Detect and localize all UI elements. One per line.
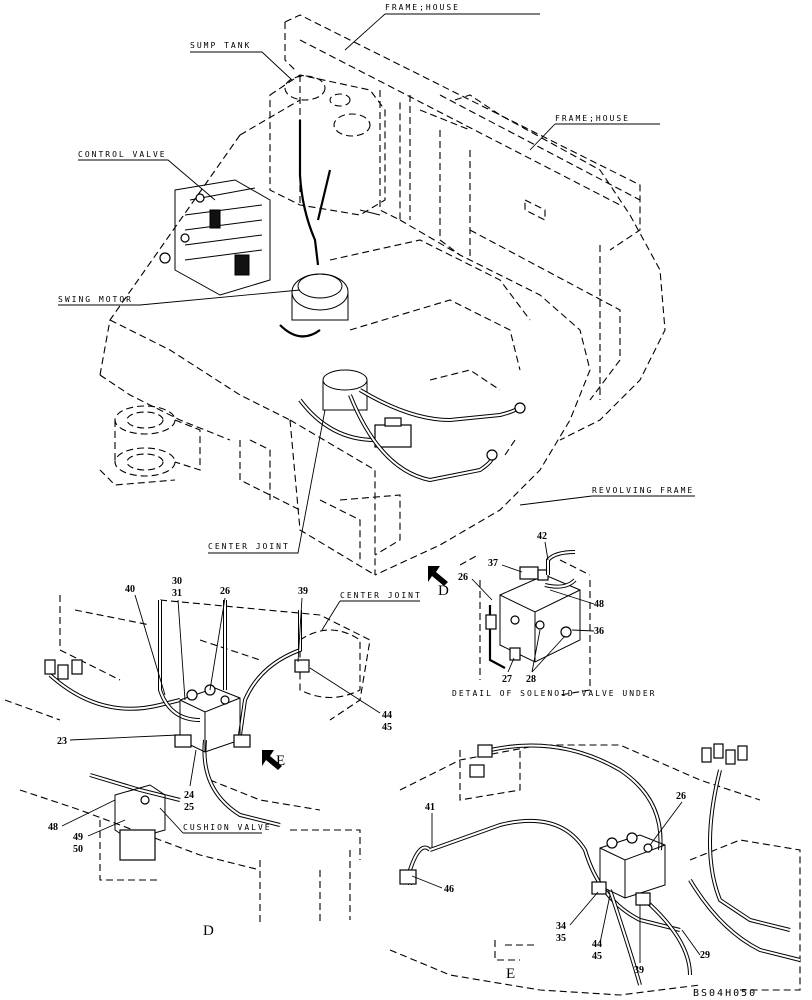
label-control-valve: CONTROL VALVE: [78, 150, 167, 159]
label-cushion-valve: CUSHION VALVE: [183, 823, 272, 832]
callout-44a: 44: [382, 710, 392, 721]
main-labels: FRAME;HOUSE SUMP TANK FRAME;HOUSE CONTRO…: [58, 3, 695, 554]
label-swing-motor: SWING MOTOR: [58, 295, 133, 304]
callout-37: 37: [488, 558, 498, 569]
detail-view-d: E D CENTER JOINT CUSHION VALVE: [4, 591, 422, 939]
view-d-letter: D: [438, 583, 449, 599]
callout-49: 49: [73, 832, 83, 843]
callout-42: 42: [537, 531, 547, 542]
callout-24: 24: [184, 790, 194, 801]
callout-26c: 26: [676, 791, 686, 802]
view-d-bottom-letter: D: [203, 923, 214, 939]
detail-d-fittings: [44, 659, 83, 680]
label-center-joint-detail: CENTER JOINT: [340, 591, 422, 600]
control-valve-block: [159, 179, 271, 296]
callout-31: 31: [172, 588, 182, 599]
callout-44b: 44: [592, 939, 602, 950]
callout-25: 25: [184, 802, 194, 813]
callout-28: 28: [526, 674, 536, 685]
main-view: [99, 14, 666, 576]
callout-23: 23: [57, 736, 67, 747]
detail-solenoid-callouts: 42 37 26 48 36 27 28: [458, 531, 604, 685]
callout-34: 34: [556, 921, 566, 932]
callout-36: 36: [594, 626, 604, 637]
center-joint-main: [298, 369, 526, 483]
detail-view-e: E: [389, 743, 801, 996]
label-center-joint-main: CENTER JOINT: [208, 542, 290, 551]
label-sump-tank: SUMP TANK: [190, 41, 251, 50]
callout-26a: 26: [220, 586, 230, 597]
callout-48b: 48: [594, 599, 604, 610]
callout-41: 41: [425, 802, 435, 813]
callout-30: 30: [172, 576, 182, 587]
detail-d-callouts: 40 30 31 26 39 23 24 25 44 45 48 49 50: [48, 576, 392, 855]
view-e-bottom-letter: E: [506, 966, 515, 982]
detail-solenoid-valve: DETAIL OF SOLENOID VALVE UNDER: [452, 550, 657, 698]
label-frame-house-top: FRAME;HOUSE: [385, 3, 460, 12]
callout-48a: 48: [48, 822, 58, 833]
callout-35: 35: [556, 933, 566, 944]
detail-e-fittings: [701, 743, 748, 765]
callout-50: 50: [73, 844, 83, 855]
callout-29: 29: [700, 950, 710, 961]
callout-39b: 39: [634, 965, 644, 976]
callout-45b: 45: [592, 951, 602, 962]
view-e-arrow: [262, 750, 282, 770]
callout-27: 27: [502, 674, 512, 685]
label-frame-house-right: FRAME;HOUSE: [555, 114, 630, 123]
label-revolving-frame: REVOLVING FRAME: [592, 486, 694, 495]
callout-46: 46: [444, 884, 454, 895]
callout-26b: 26: [458, 572, 468, 583]
swing-motor: [279, 273, 349, 338]
label-detail-solenoid: DETAIL OF SOLENOID VALVE UNDER: [452, 689, 657, 698]
view-d-arrow: D: [428, 566, 449, 599]
drawing-code: BS04H050: [693, 988, 757, 999]
view-e-letter: E: [276, 753, 285, 769]
cushion-valve: [114, 784, 166, 861]
detail-e-callouts: 41 46 26 34 35 44 45 29 39: [411, 791, 710, 976]
callout-45a: 45: [382, 722, 392, 733]
callout-39a: 39: [298, 586, 308, 597]
callout-40: 40: [125, 584, 135, 595]
